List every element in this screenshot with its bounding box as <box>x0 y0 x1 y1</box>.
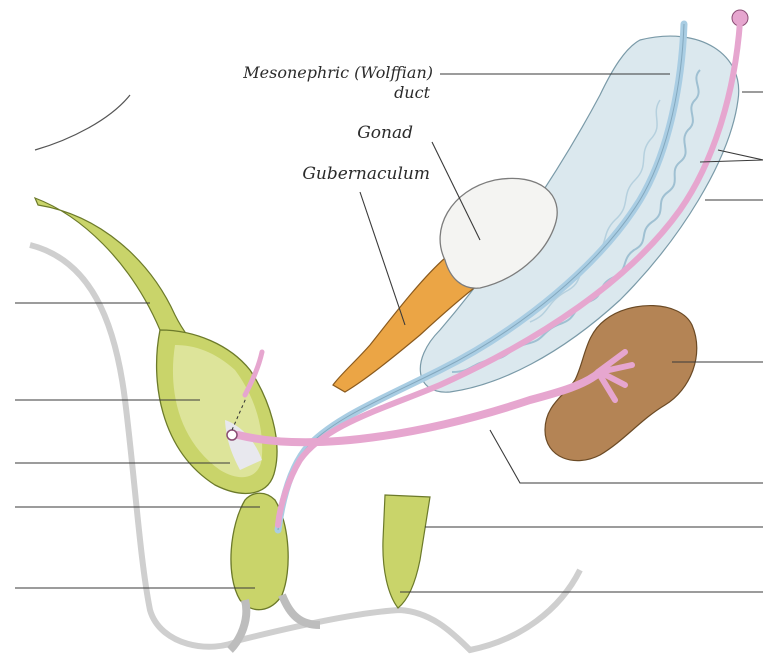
body-wall-curve <box>35 95 130 150</box>
label-mesonephric-duct-1: Mesonephric (Wolffian) <box>242 63 433 82</box>
genital-tubercle <box>383 495 430 608</box>
ureter-orifice <box>227 430 237 440</box>
label-gubernaculum: Gubernaculum <box>302 164 430 184</box>
label-mesonephric-duct-2: duct <box>394 83 431 102</box>
leader-gubernaculum <box>360 192 405 325</box>
leader-right-ureter <box>490 430 763 483</box>
label-gonad: Gonad <box>357 123 413 143</box>
